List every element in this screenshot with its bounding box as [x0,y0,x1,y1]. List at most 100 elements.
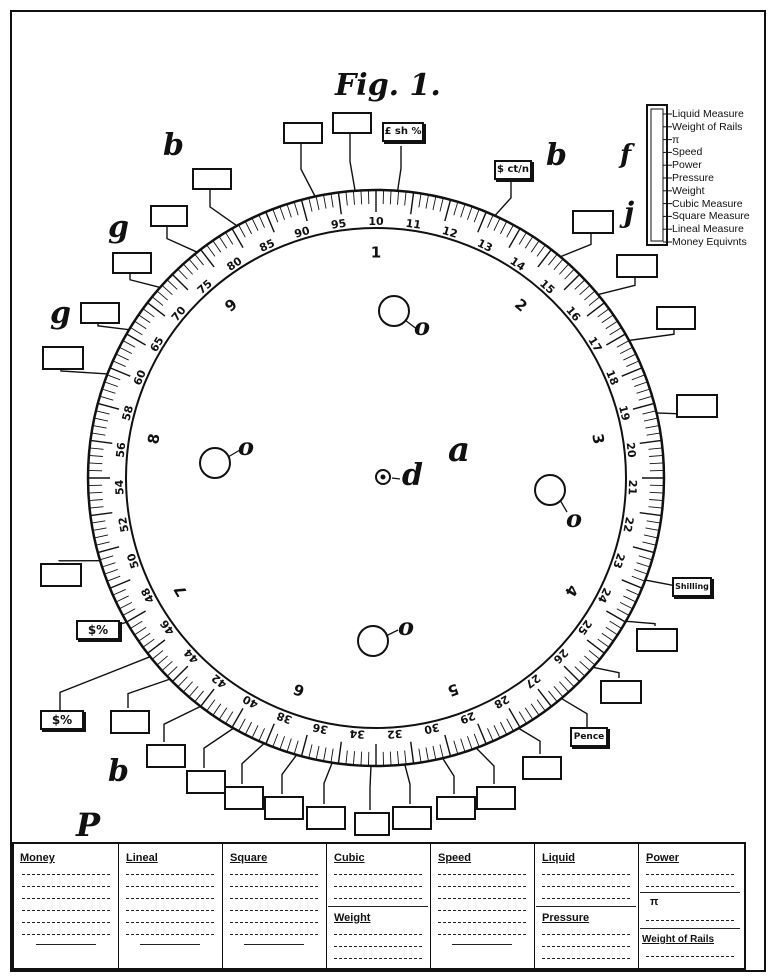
table-dashed-line [438,922,526,923]
dial-tick [130,327,143,336]
dial-tick [574,279,586,290]
leader-line [475,747,495,784]
dial-tick [119,601,133,610]
table-dashed-line [126,886,214,887]
dial-tick [621,367,643,377]
value-window-box [306,806,346,830]
dial-tick [518,232,527,245]
dial-tick [251,217,259,231]
value-window-box [224,786,264,810]
legend-item: Weight of Rails [672,120,743,133]
box-pound-shilling: £ sh % [382,122,424,142]
table-col-divider [326,844,327,968]
dial-tick [212,703,222,716]
dial-tick [156,290,168,301]
dial-tick [97,402,120,410]
dial-outer-number: 56 [114,441,129,458]
table-subheader-weight-of-rails: Weight of Rails [642,934,715,945]
value-window-box [616,254,658,278]
dial-tick [101,388,116,394]
leader-line [281,754,298,794]
dial-tick [194,690,204,703]
dial-tick [559,681,570,693]
dial-tick [642,410,657,415]
value-window-box [40,563,82,587]
table-dashed-line [542,874,630,875]
dial-tick [389,751,392,766]
dial-tick [508,708,521,728]
dial-tick [94,417,109,422]
table-dashed-line [542,934,630,935]
hole-left [199,447,231,479]
dial-tick [639,512,662,517]
table-dashed-line [230,898,318,899]
leader-line [203,727,234,768]
table-dashed-line [438,886,526,887]
dial-tick [444,199,452,222]
dial-tick [418,193,422,208]
dial-tick [645,527,660,531]
leader-line [597,276,636,296]
dial-tick [279,206,285,220]
dial-outer-number: 21 [626,479,640,495]
dial-outer-number: 58 [120,404,136,422]
dial-tick [238,718,246,732]
table-col-divider [430,844,431,968]
value-window-box [476,786,516,810]
dial-tick [177,268,188,280]
dial-outer-number: 11 [405,217,422,232]
table-dashed-line [230,874,318,875]
dial-tick [188,686,199,698]
dial-tick [337,192,342,215]
dial-tick [410,192,415,215]
table-dashed-line [230,922,318,923]
leader-line [323,762,333,804]
dial-tick [134,626,147,636]
dial-tick [293,201,299,216]
leader-line [209,188,238,227]
dial-tick [634,381,648,387]
dial-tick [97,546,120,554]
dial-outer-number: 38 [275,709,294,727]
dial-tick [206,699,216,712]
dial-tick [323,747,327,762]
dial-tick [99,395,114,401]
table-dashed-line [438,910,526,911]
dial-outer-number: 10 [368,215,384,228]
box-pence: Pence [570,727,608,747]
dial-tick [425,194,429,209]
table-rule [140,944,200,945]
dial-tick [597,638,610,648]
leader-line [166,225,198,253]
dial-tick [439,744,444,759]
dial-tick [360,190,363,205]
dial-tick [574,666,586,677]
dial-tick [646,432,661,436]
dial-tick [126,610,146,623]
dial-tick [425,747,429,762]
dial-outer-number: 20 [624,442,639,459]
dial-tick [156,655,168,666]
dial-tick [99,555,114,561]
dial-tick [553,258,564,270]
table-dashed-line [22,922,110,923]
table-dashed-line [542,886,630,887]
table-rule [36,944,96,945]
value-window-box [436,796,476,820]
dial-tick [166,279,178,290]
dial-tick [323,194,327,209]
dial-tick [506,224,514,238]
table-subheader-pi: π [650,896,659,908]
legend-item: Lineal Measure [672,223,744,236]
dial-tick [559,263,570,275]
dial-tick [88,499,103,502]
dial-tick [631,374,646,381]
table-dashed-line [22,874,110,875]
dial-tick [432,745,437,760]
table-dashed-line [646,886,734,887]
table-subheader-pressure: Pressure [542,912,590,924]
dial-inner-number: 1 [371,244,381,262]
table-rule [244,944,304,945]
dial-tick [487,728,494,742]
dial-tick [300,199,308,222]
